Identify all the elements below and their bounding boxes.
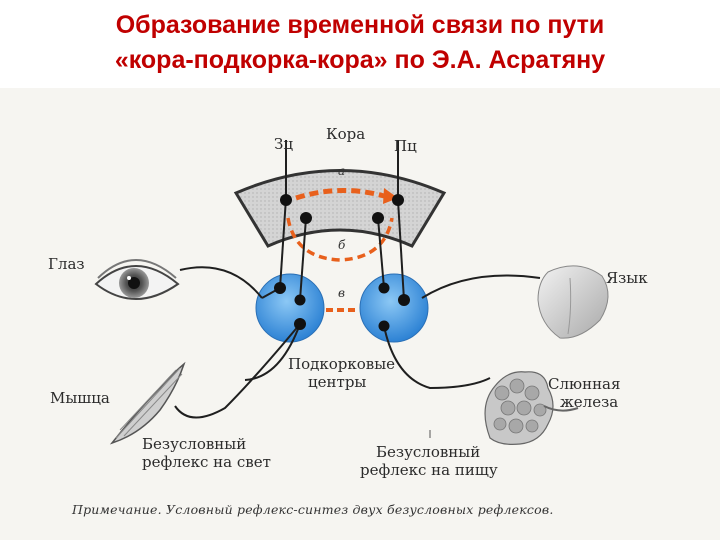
label-path-v: в — [338, 286, 345, 300]
label-reflex-food-line1: Безусловный — [376, 443, 481, 461]
label-muscle: Мышца — [50, 389, 110, 407]
slide-title: Образование временной связи по пути «кор… — [0, 8, 720, 78]
title-line-1: Образование временной связи по пути — [115, 11, 605, 39]
label-reflex-light-line2: рефлекс на свет — [142, 453, 271, 471]
label-cortex: Кора — [326, 125, 366, 143]
subcortical-center-right — [359, 273, 429, 343]
pathway-a — [295, 188, 385, 201]
label-path-b: б — [338, 238, 346, 252]
tongue-icon — [537, 265, 609, 339]
title-line-2: «кора-подкорка-кора» по Э.А. Асратяну — [114, 46, 606, 74]
label-tongue: Язык — [606, 269, 648, 287]
salivary-gland-icon — [484, 371, 579, 445]
label-pc: Пц — [394, 137, 417, 155]
cortex-band — [233, 169, 447, 248]
muscle-icon — [109, 361, 186, 445]
pathway-b — [286, 217, 394, 262]
label-subcortical-line1: Подкорковые — [288, 355, 396, 373]
label-zc: Зц — [274, 135, 293, 153]
pathway-a-arrow — [383, 188, 398, 204]
label-subcortical-line2: центры — [308, 373, 367, 391]
figure-note: Примечание. Условный рефлекс-синтез двух… — [72, 502, 554, 517]
label-path-a: а — [338, 164, 346, 178]
eye-icon — [94, 259, 180, 300]
label-gland-line2: железа — [560, 393, 619, 411]
label-reflex-light-line1: Безусловный — [142, 435, 247, 453]
label-reflex-food-line2: рефлекс на пищу — [360, 461, 498, 479]
diagram-drawing — [94, 140, 609, 445]
label-gland-line1: Слюнная — [548, 375, 621, 393]
label-eye: Глаз — [48, 255, 85, 273]
diagram-figure: Кора Зц Пц а б в Глаз Язык Подкорковые ц… — [0, 88, 720, 540]
subcortical-center-left — [255, 273, 325, 343]
